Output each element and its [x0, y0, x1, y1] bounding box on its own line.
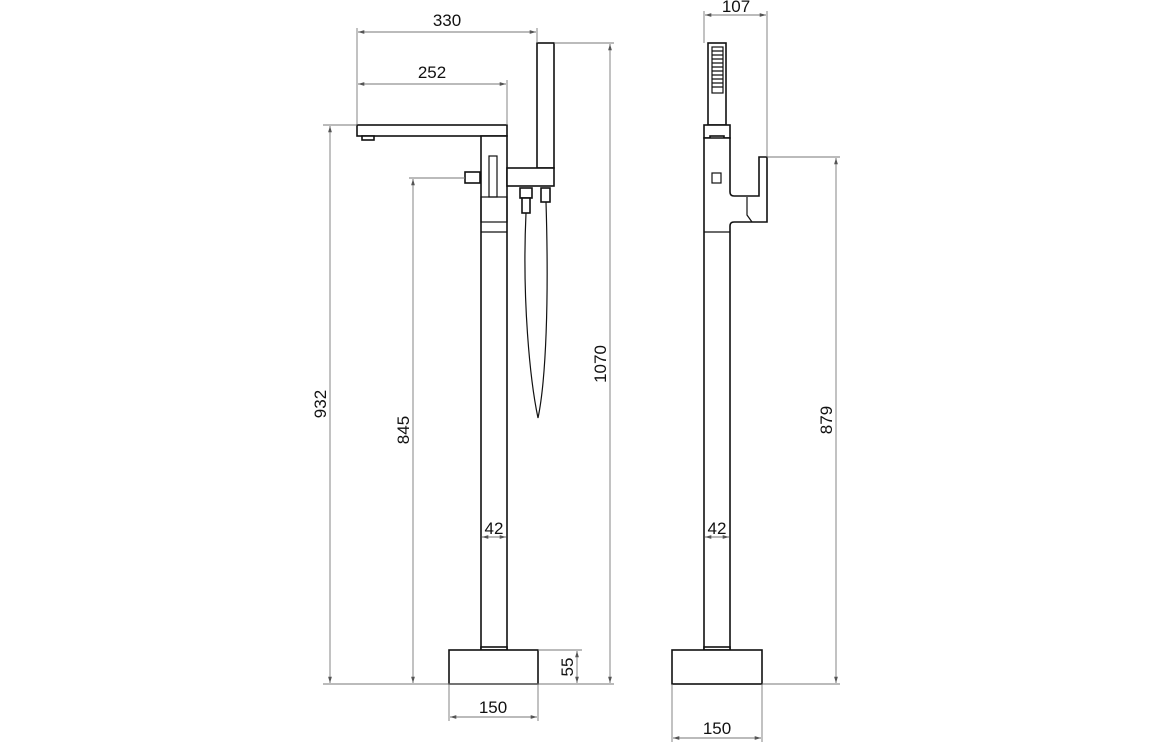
column-body: [703, 137, 768, 651]
shower-hose: [524, 201, 548, 419]
dim-932: 932: [311, 390, 330, 418]
column: [480, 135, 508, 651]
dim-150-side: 150: [703, 719, 731, 738]
dim-42-side: 42: [708, 519, 727, 538]
dim-879: 879: [817, 406, 836, 434]
side-view: 107 879 150 42: [671, 0, 840, 742]
dim-55: 55: [558, 658, 577, 677]
spout: [356, 124, 508, 137]
base-plate: [448, 649, 539, 685]
dim-1070: 1070: [591, 345, 610, 383]
base-plate: [671, 649, 763, 685]
dim-845: 845: [394, 416, 413, 444]
spout-outlet: [361, 135, 375, 141]
dim-150-front: 150: [479, 698, 507, 717]
shower-nozzle-grid: [711, 46, 724, 94]
knob: [711, 172, 722, 184]
dim-252: 252: [418, 63, 446, 82]
body-band: [480, 196, 508, 223]
dim-330: 330: [433, 11, 461, 30]
dim-42-front: 42: [485, 519, 504, 538]
knob: [464, 171, 481, 184]
hose-fitting: [540, 187, 551, 203]
shower-holder: [506, 167, 555, 187]
dim-107: 107: [722, 0, 750, 16]
front-view: 330 252 932 845 1070 55 150 42: [311, 11, 614, 721]
hose-fitting: [519, 187, 533, 199]
hand-shower: [536, 42, 555, 169]
